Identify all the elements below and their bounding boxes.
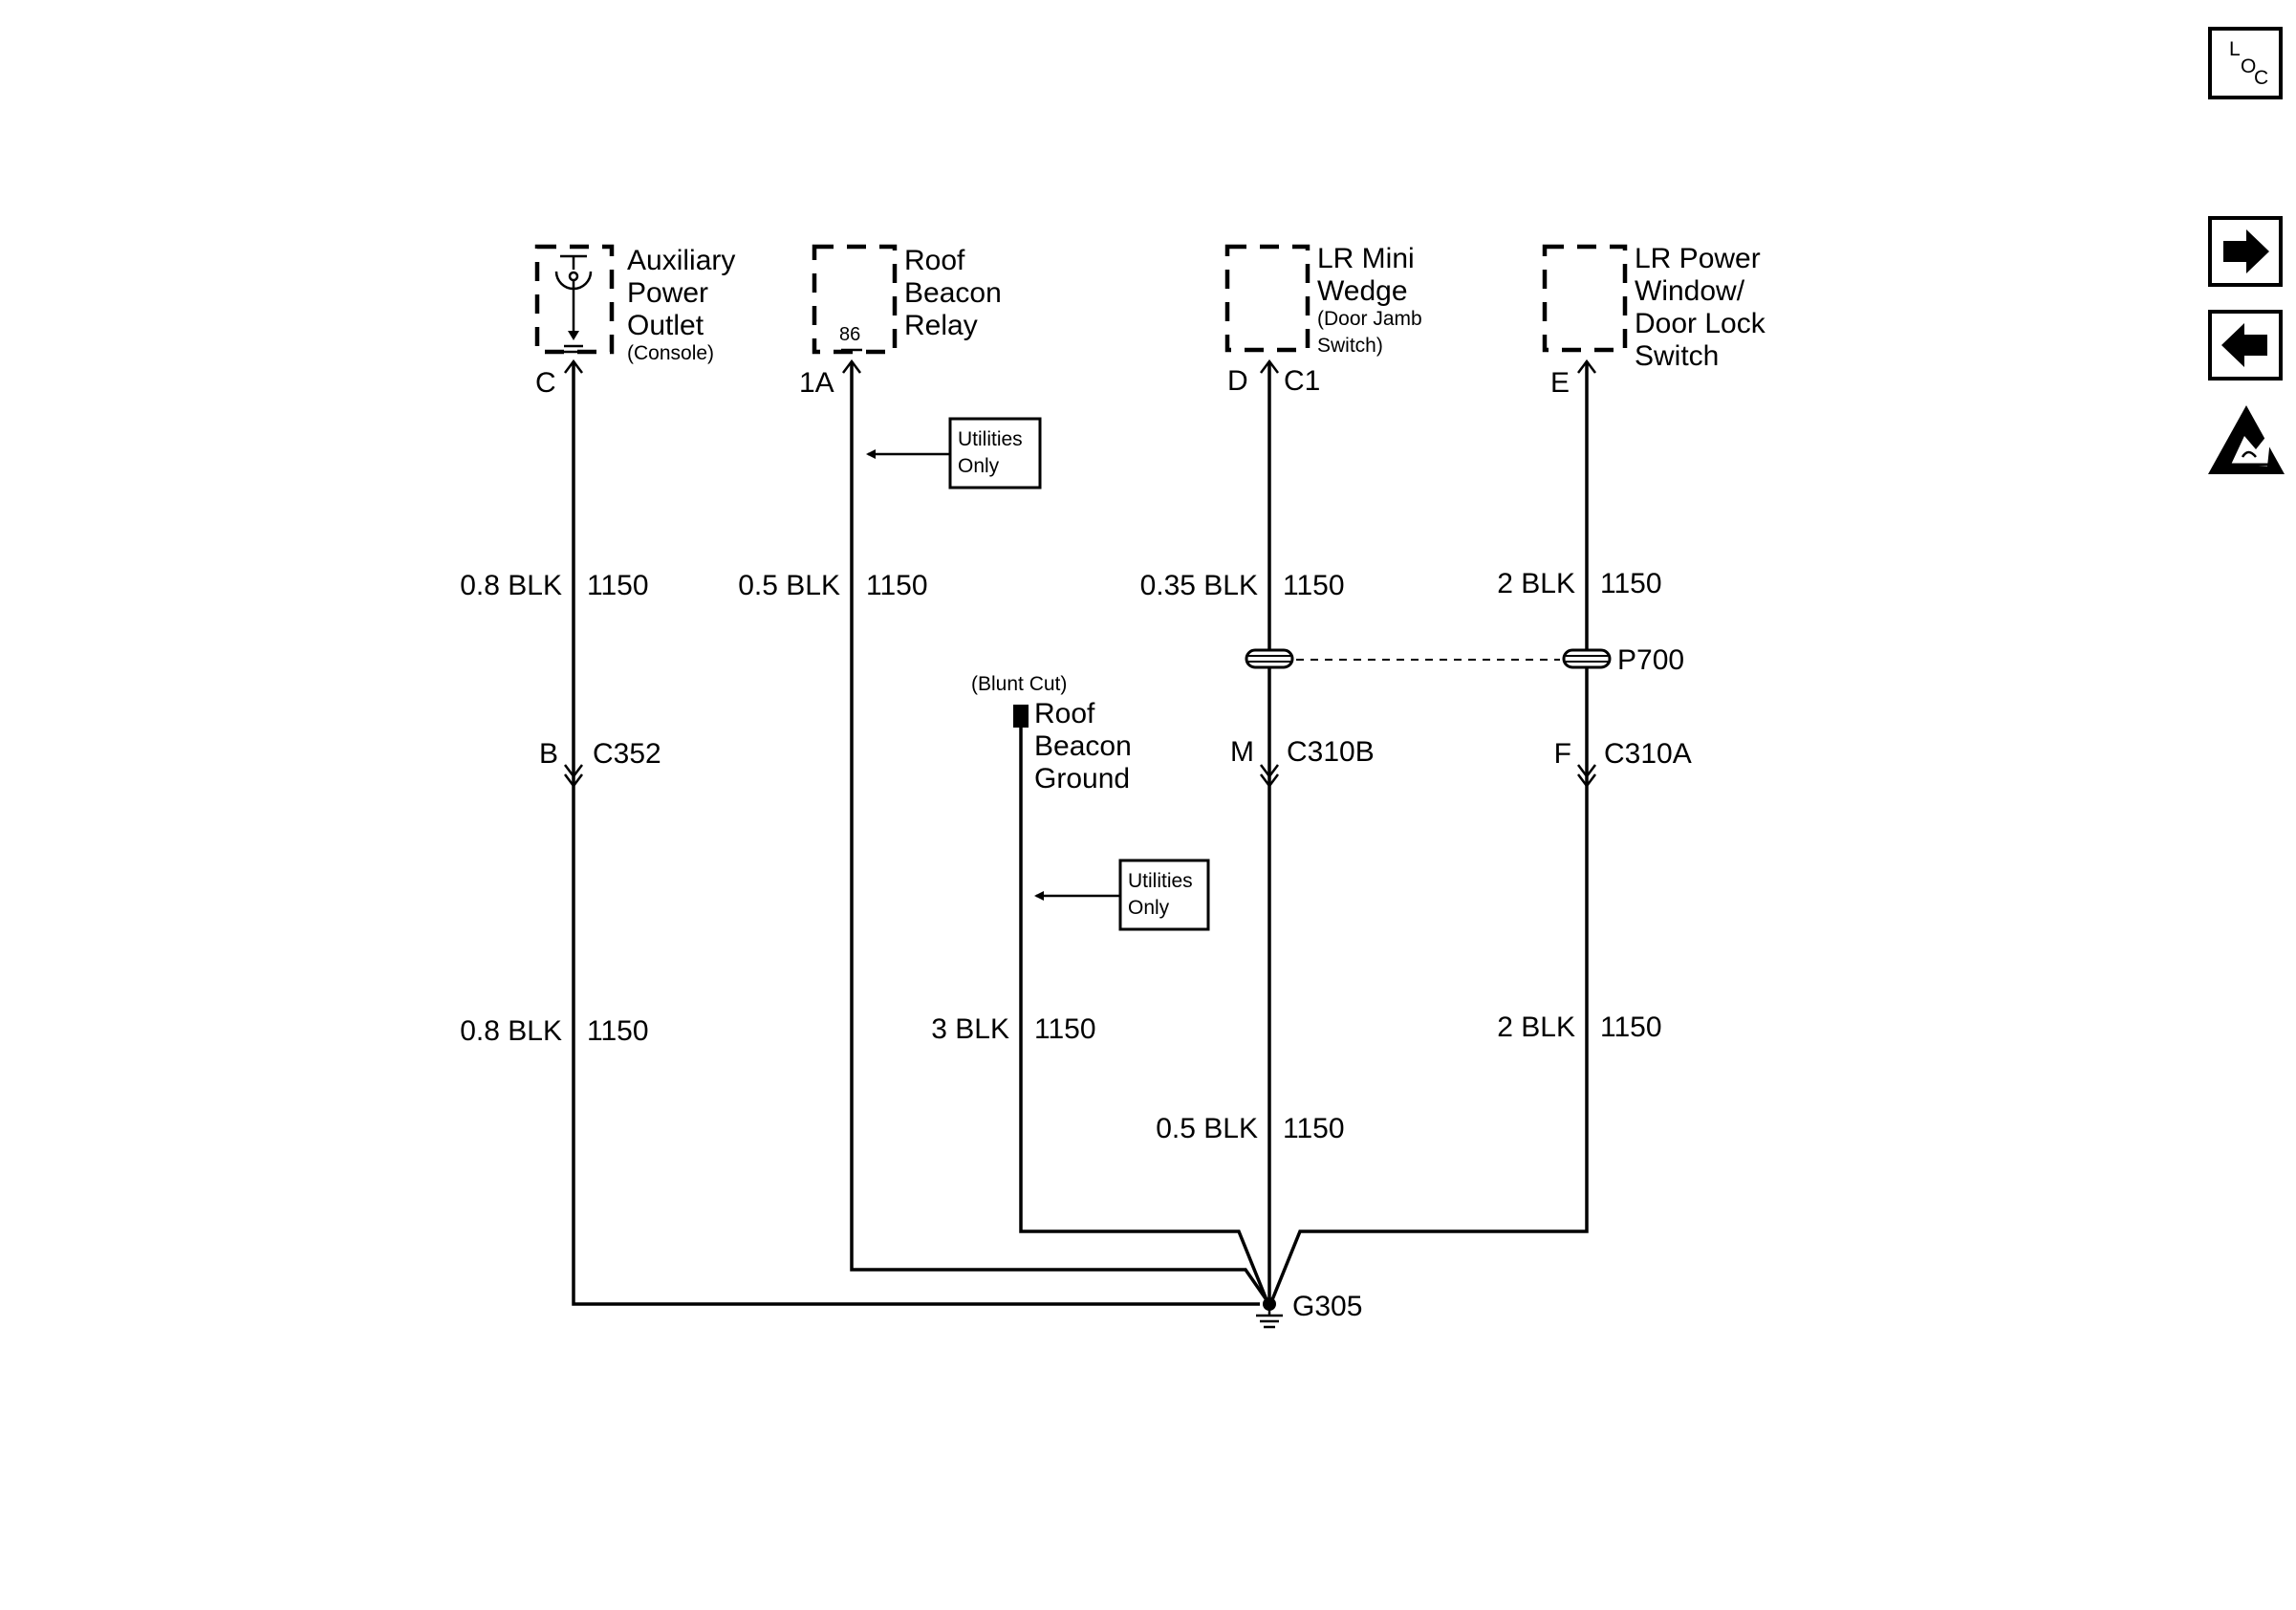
wire-1-lower-gauge: 0.8 BLK [460,1015,562,1047]
c310a-pin: F [1554,738,1571,770]
c352-pin: B [539,738,558,770]
wire-roof-beacon-ground [1019,719,1269,1303]
roof-relay-label-1: Roof [904,245,965,276]
power-socket-icon [554,254,593,354]
wire-1-lower-circuit: 1150 [587,1015,649,1047]
lr-power-window-label-1: LR Power [1635,243,1761,274]
c310a-name: C310A [1604,738,1692,770]
lr-mini-wedge-component: LR Mini Wedge (Door Jamb Switch) D C1 [1224,243,1422,397]
p700-shield: P700 [1245,644,1684,676]
wire-3-lower-circuit: 1150 [1283,1113,1345,1144]
wire-3-lower-gauge: 0.5 BLK [1156,1113,1258,1144]
aux-outlet-label-1: Auxiliary [627,245,735,276]
roof-beacon-ground: (Blunt Cut) Roof Beacon Ground [971,673,1132,794]
aux-power-outlet-component: Auxiliary Power Outlet (Console) C [534,244,735,399]
wire-2-circuit: 1150 [866,570,928,601]
utilities-note-2-line-1: Utilities [1128,870,1193,892]
blunt-cut-note: (Blunt Cut) [971,673,1067,695]
ground-g305: G305 [1256,1291,1362,1329]
splice-right [1562,648,1612,669]
wire-1-upper-gauge: 0.8 BLK [460,570,562,601]
wire-4-lower-circuit: 1150 [1600,1012,1662,1043]
aux-outlet-label-3: Outlet [627,310,704,341]
loc-letter-l: L [2229,38,2241,60]
arrow-left-icon [2221,323,2267,367]
lr-power-window-pin: E [1550,367,1570,399]
lr-mini-wedge-label-4: Switch) [1317,335,1383,357]
wire-4-upper-circuit: 1150 [1600,568,1662,599]
roof-relay-label-3: Relay [904,310,978,341]
roof-relay-pin: 1A [799,367,834,399]
wire-4-lower-gauge: 2 BLK [1497,1012,1575,1043]
connector-c352: B C352 [539,738,661,789]
lr-mini-wedge-label-2: Wedge [1317,275,1408,307]
blunt-cut-end [1013,705,1029,728]
lr-power-window-label-2: Window/ [1635,275,1745,307]
esd-warning-icon [2208,405,2285,474]
utilities-note-1-line-1: Utilities [958,428,1023,450]
loc-letter-c: C [2254,67,2268,89]
ground-wire-gauge: 3 BLK [931,1013,1009,1045]
ground-symbol-icon [1256,1314,1283,1329]
wire-labels: 0.8 BLK 1150 0.5 BLK 1150 0.35 BLK 1150 … [460,568,1661,1144]
roof-relay-label-2: Beacon [904,277,1002,309]
splice-left [1245,648,1294,669]
lr-mini-wedge-label-1: LR Mini [1317,243,1415,274]
loc-letter-o: O [2241,55,2256,77]
arrow-right-icon [2223,229,2269,273]
ground-wire-circuit: 1150 [1034,1013,1096,1045]
p700-label: P700 [1617,644,1684,676]
connector-c310a: F C310A [1554,738,1692,789]
g305-label: G305 [1292,1291,1362,1322]
relay-terminal-86: 86 [839,324,860,345]
lr-mini-wedge-connector: C1 [1284,365,1320,397]
wire-lr-power-window [1269,361,1589,1303]
wire-aux-outlet [572,361,1260,1306]
wire-runs [572,361,1589,1306]
wire-1-upper-circuit: 1150 [587,570,649,601]
pin-terminations [564,359,1596,374]
utilities-note-1: Utilities Only [866,417,1042,490]
aux-outlet-label-4: (Console) [627,342,714,364]
utilities-note-1-line-2: Only [958,455,1000,477]
wire-4-upper-gauge: 2 BLK [1497,568,1575,599]
utilities-note-2-line-2: Only [1128,897,1170,919]
wire-3-upper-circuit: 1150 [1283,570,1345,601]
lr-mini-wedge-label-3: (Door Jamb [1317,308,1422,330]
roof-beacon-relay-component: 86 Roof Beacon Relay 1A [799,244,1002,399]
inline-connectors: B C352 M C310B F C310A [539,736,1692,789]
c310b-pin: M [1230,736,1254,768]
location-icon [2208,27,2283,99]
wire-3-upper-gauge: 0.35 BLK [1140,570,1258,601]
c352-name: C352 [593,738,661,770]
lr-power-window-label-3: Door Lock [1635,308,1766,339]
roof-beacon-ground-label-3: Ground [1034,763,1130,794]
roof-beacon-ground-label-2: Beacon [1034,730,1132,762]
connector-c310b: M C310B [1230,736,1375,789]
lr-mini-wedge-pin: D [1227,365,1248,397]
esd-warning-button[interactable] [2208,405,2285,474]
c310b-name: C310B [1287,736,1375,768]
location-button[interactable]: L O C [2208,27,2283,99]
aux-outlet-label-2: Power [627,277,708,309]
utilities-note-2: Utilities Only [1034,859,1210,931]
aux-outlet-pin: C [535,367,556,399]
lr-power-window-switch-component: LR Power Window/ Door Lock Switch E [1542,243,1766,399]
previous-page-button[interactable] [2208,310,2283,381]
next-page-button[interactable] [2208,216,2283,287]
wire-roof-relay [850,361,1271,1305]
lr-power-window-label-4: Switch [1635,340,1719,372]
wire-2-gauge: 0.5 BLK [738,570,840,601]
roof-beacon-ground-label-1: Roof [1034,698,1095,729]
